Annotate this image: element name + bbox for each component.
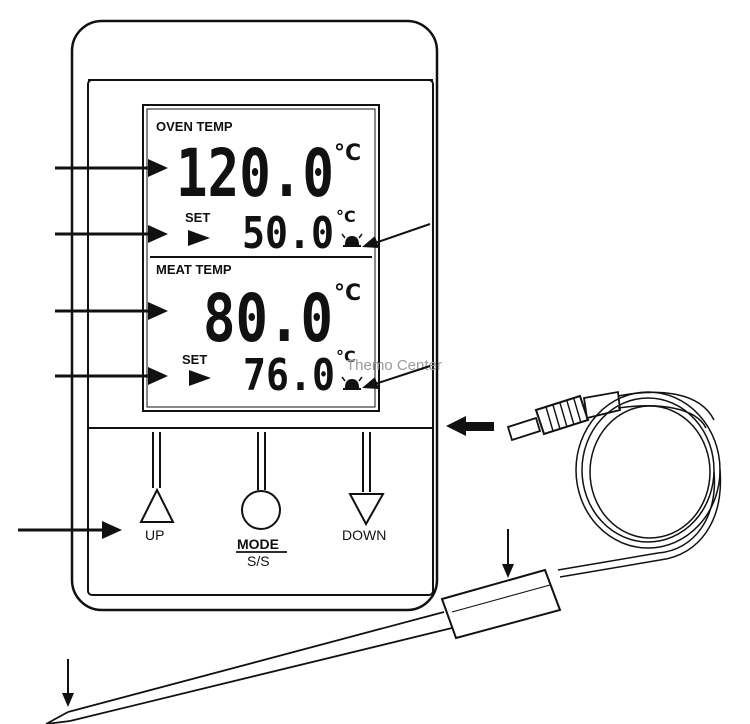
down-label: DOWN: [342, 527, 386, 543]
probe-grip: [440, 568, 562, 640]
play-triangle-icon: [189, 370, 211, 386]
meat-set-label: SET: [182, 352, 207, 367]
coiled-cable: [557, 391, 722, 578]
arrow-right-icon: [55, 225, 168, 243]
watermark: Themo Center: [346, 357, 442, 374]
mode-label: MODE: [237, 536, 279, 552]
up-label: UP: [145, 527, 164, 543]
probe-rod: [45, 611, 453, 724]
oven-set-label: SET: [185, 210, 210, 225]
ss-label: S/S: [247, 553, 270, 569]
circle-icon: [241, 490, 281, 530]
meat-temp-label: MEAT TEMP: [156, 262, 232, 277]
up-button[interactable]: UP: [139, 432, 175, 543]
arrow-down-icon: [502, 529, 514, 578]
probe-assembly: [45, 390, 722, 724]
jack-plug: [506, 390, 621, 442]
oven-temp-value: 120.0: [176, 135, 334, 212]
play-triangle-icon: [188, 230, 210, 246]
arrow-right-icon: [55, 302, 168, 320]
down-button[interactable]: DOWN: [342, 432, 386, 543]
oven-set-unit: °C: [336, 207, 356, 226]
oven-temp-label: OVEN TEMP: [156, 119, 233, 134]
buttons-area: UP MODE S/S DOWN: [139, 432, 386, 569]
meat-set-unit: °C: [336, 347, 356, 366]
arrow-down-icon: [62, 659, 74, 707]
alarm-bell-icon: [341, 233, 363, 247]
meat-temp-unit: °C: [334, 281, 361, 306]
triangle-up-icon: [139, 487, 175, 523]
callout-arrows: [18, 159, 514, 707]
triangle-down-icon: [348, 493, 385, 527]
arrow-left-icon: [446, 416, 494, 436]
mode-button[interactable]: MODE S/S: [236, 432, 287, 569]
oven-set-value: 50.0: [242, 208, 334, 259]
arrow-right-icon: [18, 521, 122, 539]
alarm-bell-icon: [341, 376, 363, 390]
meat-set-value: 76.0: [243, 350, 335, 401]
arrow-right-icon: [55, 367, 168, 385]
lcd-display: OVEN TEMP 120.0 °C SET 50.0 °C MEAT TEMP…: [142, 104, 380, 412]
arrow-right-icon: [55, 159, 168, 177]
meat-temp-value: 80.0: [203, 280, 333, 357]
arrow-left-icon: [362, 365, 431, 389]
arrow-left-icon: [362, 223, 431, 248]
oven-temp-unit: °C: [334, 141, 361, 166]
